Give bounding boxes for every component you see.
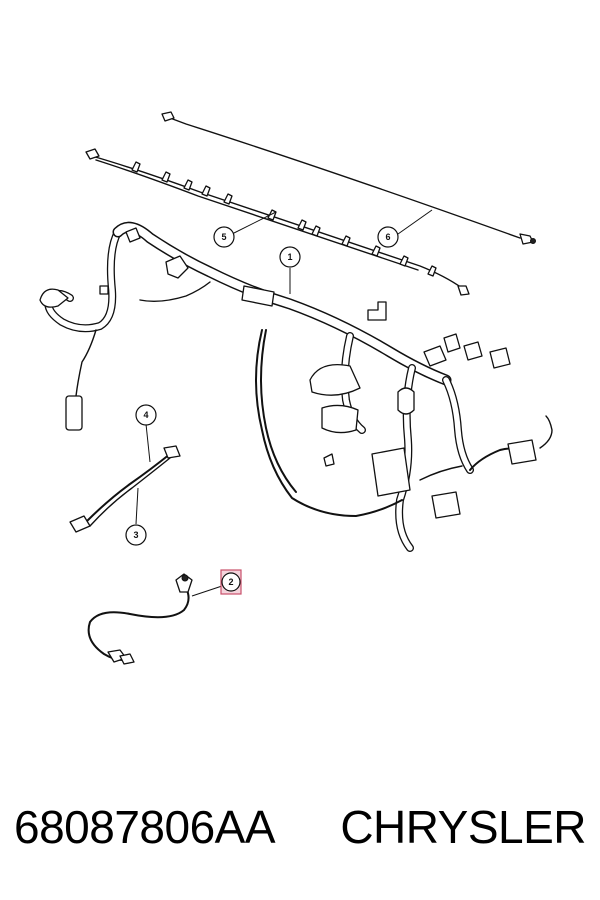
leader-lines — [135, 209, 433, 597]
callout-5: 5 — [213, 226, 235, 248]
callout-3-label: 3 — [133, 530, 138, 540]
callout-1: 1 — [279, 246, 301, 268]
main-harness-1 — [39, 221, 553, 552]
callout-4-label: 4 — [143, 410, 148, 420]
callout-2-label: 2 — [228, 577, 233, 587]
wiring-harness-diagram: 1 2 3 4 5 6 — [39, 111, 553, 665]
callout-6: 6 — [377, 226, 399, 248]
callout-5-label: 5 — [221, 232, 226, 242]
wire-assembly-6 — [161, 111, 536, 245]
callout-1-label: 1 — [287, 252, 292, 262]
wire-assembly-5 — [85, 148, 470, 296]
jumper-harness-3-4 — [69, 445, 181, 533]
part-number: 68087806AA — [14, 801, 276, 853]
clip-row — [131, 161, 437, 277]
callout-4: 4 — [135, 404, 157, 426]
sensor-wire-2 — [87, 573, 193, 665]
callout-3: 3 — [125, 524, 147, 546]
callout-6-label: 6 — [385, 232, 390, 242]
caption-bar: 68087806AA CHRYSLER — [0, 800, 600, 860]
brand-name: CHRYSLER — [340, 801, 586, 853]
callout-2: 2 — [220, 569, 242, 595]
